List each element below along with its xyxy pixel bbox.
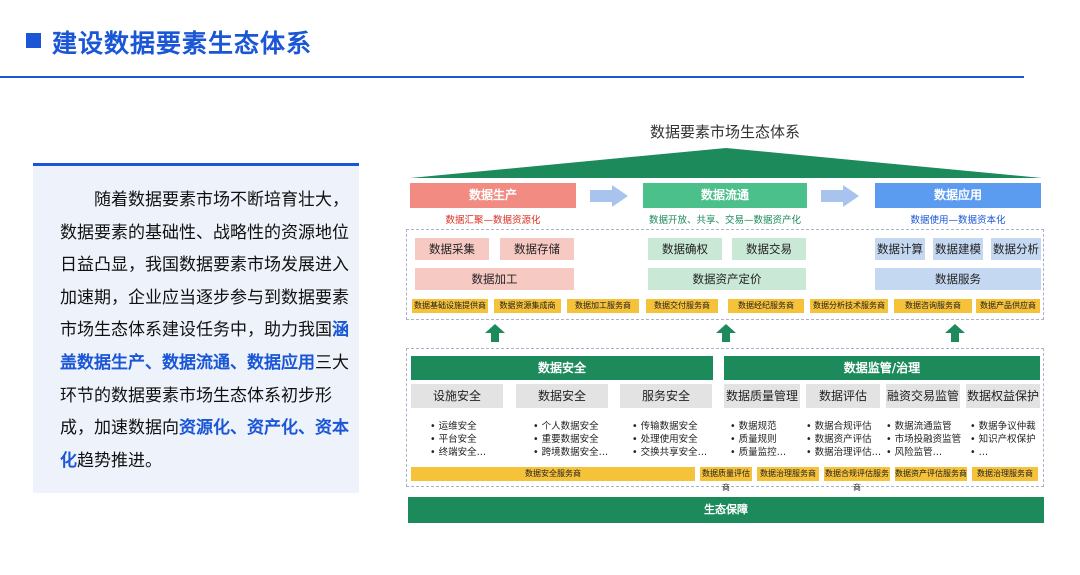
bullet-item: 跨境数据安全…: [533, 446, 609, 459]
tile-data-compute: 数据计算: [875, 238, 925, 260]
provider-tag: 数据产品供应商: [976, 299, 1040, 313]
tile-data-modeling: 数据建模: [933, 238, 983, 260]
bullet-item: 质量监控…: [730, 446, 787, 459]
tile-data-processing: 数据加工: [415, 268, 574, 290]
provider-tag: 数据加工服务商: [567, 299, 639, 313]
bullet-list: 数据争议仲裁 知识产权保护 …: [970, 420, 1036, 459]
governance-item: 数据权益保护: [966, 384, 1040, 408]
header-divider: [0, 76, 1024, 78]
tile-data-analysis: 数据分析: [991, 238, 1041, 260]
support-box: [406, 348, 1044, 487]
provider-tag: 数据交付服务商: [646, 299, 718, 313]
right-arrow-icon: [590, 185, 628, 207]
title-square-icon: [26, 33, 41, 48]
bullet-list: 数据规范 质量规则 质量监控…: [730, 420, 787, 459]
security-header: 数据安全: [411, 356, 713, 380]
bullet-list: 数据流通监管 市场投融资监管 风险监管…: [886, 420, 962, 459]
governance-item: 数据评估: [806, 384, 880, 408]
provider-tag: 数据资源集成商: [494, 299, 561, 313]
tile-data-collection: 数据采集: [415, 238, 489, 260]
card-text-2: 三大环节的数据要素市场生态体系初步形成，加速数据向: [60, 352, 349, 439]
up-arrow-icon: [945, 324, 965, 342]
market-activity-box: [406, 229, 1044, 320]
text-card: [33, 163, 359, 493]
provider-tag: 数据合规评估服务商: [824, 467, 890, 492]
bullet-item: 数据合规评估: [806, 420, 881, 433]
bullet-item: 数据流通监管: [886, 420, 961, 433]
bullet-item: 数据规范: [730, 420, 786, 433]
card-text-1: 随着数据要素市场不断培育壮大，数据要素的基础性、战略性的资源地位日益凸显，我国数…: [60, 190, 349, 341]
card-highlight-1: 涵盖数据生产、数据流通、数据应用: [60, 320, 349, 373]
provider-tag: 数据安全服务商: [411, 467, 695, 481]
stage-circulation: 数据流通: [643, 183, 807, 208]
foundation-bar: 生态保障: [408, 497, 1044, 523]
card-paragraph: 随着数据要素市场不断培育壮大，数据要素的基础性、战略性的资源地位日益凸显，我国数…: [60, 184, 350, 477]
bullet-item: 传输数据安全: [632, 420, 707, 433]
bullet-item: 平台安全: [430, 433, 486, 446]
bullet-item: 运维安全: [430, 420, 486, 433]
bullet-item: 数据资产评估: [806, 433, 881, 446]
up-arrow-icon: [716, 324, 736, 342]
provider-tag: 数据咨询服务商: [894, 299, 972, 313]
stage-application-sub: 数据使用—数据资本化: [910, 215, 1006, 226]
bullet-item: 质量规则: [730, 433, 786, 446]
bullet-item: 个人数据安全: [533, 420, 608, 433]
bullet-item: 重要数据安全: [533, 433, 608, 446]
provider-tag: 数据分析技术服务商: [810, 299, 888, 313]
card-text-3: 趋势推进。: [77, 450, 162, 471]
page-title: 建设数据要素生态体系: [52, 29, 313, 58]
bullet-item: 数据治理评估…: [806, 446, 882, 459]
bullet-item: 风险监管…: [886, 446, 961, 459]
bullet-item: 终端安全…: [430, 446, 487, 459]
security-item: 设施安全: [411, 384, 503, 408]
provider-tag: 数据基础设施提供商: [412, 299, 488, 313]
bullet-item: 交换共享安全…: [632, 446, 708, 459]
governance-item: 融资交易监管: [886, 384, 960, 408]
bullet-item: 数据争议仲裁: [970, 420, 1036, 433]
provider-tag: 数据治理服务商: [972, 467, 1038, 481]
provider-tag: 数据质量评估商: [700, 467, 752, 492]
provider-tag: 数据经纪服务商: [728, 299, 804, 313]
tile-data-trading: 数据交易: [732, 238, 806, 260]
provider-tag: 数据治理服务商: [757, 467, 819, 481]
bullet-list: 个人数据安全 重要数据安全 跨境数据安全…: [533, 420, 609, 459]
stage-production-sub: 数据汇聚—数据资源化: [445, 215, 541, 226]
stage-application: 数据应用: [875, 183, 1041, 208]
provider-tag: 数据资产评估服务商: [895, 467, 967, 481]
up-arrow-icon: [485, 324, 505, 342]
security-item: 数据安全: [516, 384, 608, 408]
bullet-list: 传输数据安全 处理使用安全 交换共享安全…: [632, 420, 708, 459]
card-highlight-2: 资源化、资产化、资本化: [60, 418, 349, 471]
security-item: 服务安全: [620, 384, 712, 408]
right-arrow-icon: [821, 185, 859, 207]
bullet-item: 处理使用安全: [632, 433, 707, 446]
bullet-item: 知识产权保护: [970, 433, 1036, 446]
tile-data-rights: 数据确权: [648, 238, 722, 260]
governance-header: 数据监管/治理: [724, 356, 1040, 380]
tile-data-storage: 数据存储: [500, 238, 574, 260]
bullet-item: …: [970, 446, 1036, 459]
governance-item: 数据质量管理: [724, 384, 800, 408]
bullet-list: 数据合规评估 数据资产评估 数据治理评估…: [806, 420, 882, 459]
tile-data-pricing: 数据资产定价: [648, 268, 806, 290]
bullet-item: 市场投融资监管: [886, 433, 962, 446]
roof-triangle: [410, 148, 1042, 178]
stage-circulation-sub: 数据开放、共享、交易—数据资产化: [648, 215, 801, 226]
diagram-title: 数据要素市场生态体系: [649, 123, 800, 141]
tile-data-service: 数据服务: [875, 268, 1041, 290]
bullet-list: 运维安全 平台安全 终端安全…: [430, 420, 487, 459]
stage-production: 数据生产: [410, 183, 576, 208]
